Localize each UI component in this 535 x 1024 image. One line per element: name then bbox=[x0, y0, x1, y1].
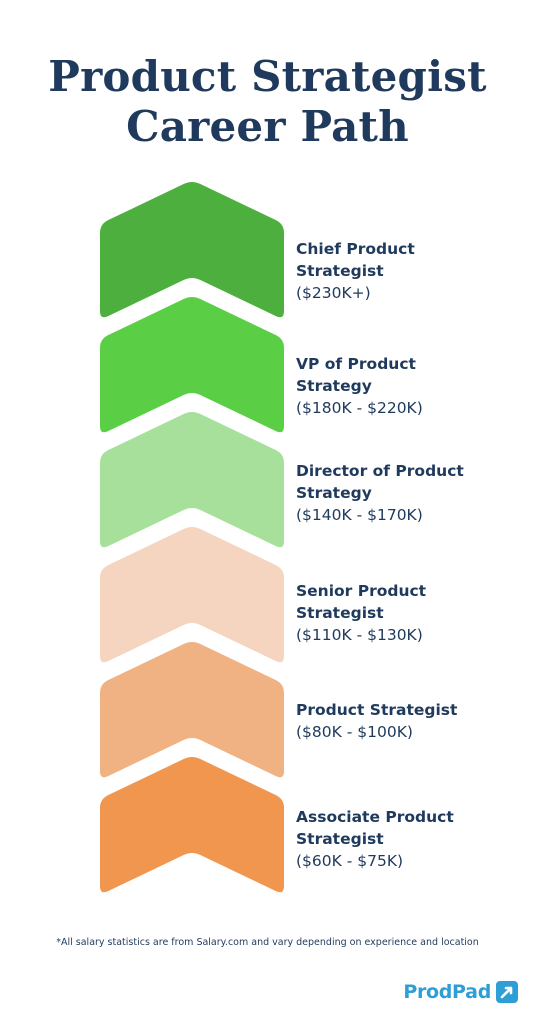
chevron-level-1 bbox=[95, 177, 289, 322]
salary-footnote: *All salary statistics are from Salary.c… bbox=[56, 937, 479, 948]
level-title: Strategist bbox=[296, 262, 384, 280]
level-vp-of-product-strategy: VP of Product Strategy ($180K - $220K) bbox=[296, 353, 521, 419]
level-title: Strategy bbox=[296, 377, 372, 395]
level-salary: ($110K - $130K) bbox=[296, 626, 423, 644]
level-director-of-product-strategy: Director of Product Strategy ($140K - $1… bbox=[296, 460, 521, 526]
level-title: Strategy bbox=[296, 484, 372, 502]
level-senior-product-strategist: Senior Product Strategist ($110K - $130K… bbox=[296, 580, 521, 646]
chevron-level-5 bbox=[95, 637, 289, 782]
level-salary: ($60K - $75K) bbox=[296, 852, 404, 870]
prodpad-logo: ProdPad bbox=[403, 981, 518, 1003]
title-line-1: Product Strategist bbox=[48, 52, 487, 101]
level-salary: ($80K - $100K) bbox=[296, 723, 413, 741]
level-associate-product-strategist: Associate Product Strategist ($60K - $75… bbox=[296, 806, 521, 872]
level-chief-product-strategist: Chief Product Strategist ($230K+) bbox=[296, 238, 521, 304]
level-salary: ($230K+) bbox=[296, 284, 371, 302]
level-salary: ($180K - $220K) bbox=[296, 399, 423, 417]
level-title: VP of Product bbox=[296, 355, 416, 373]
level-title: Strategist bbox=[296, 604, 384, 622]
level-title: Senior Product bbox=[296, 582, 427, 600]
prodpad-logo-text: ProdPad bbox=[403, 981, 491, 1003]
title-line-2: Career Path bbox=[126, 102, 409, 151]
chevron-level-3 bbox=[95, 407, 289, 552]
level-product-strategist: Product Strategist ($80K - $100K) bbox=[296, 699, 521, 743]
page-title: Product Strategist Career Path bbox=[0, 52, 535, 152]
level-title: Director of Product bbox=[296, 462, 464, 480]
level-title: Associate Product bbox=[296, 808, 454, 826]
chevron-level-6 bbox=[95, 752, 289, 897]
level-title: Chief Product bbox=[296, 240, 415, 258]
level-title: Product Strategist bbox=[296, 701, 458, 719]
level-salary: ($140K - $170K) bbox=[296, 506, 423, 524]
prodpad-logo-icon bbox=[496, 981, 518, 1003]
chevron-level-4 bbox=[95, 522, 289, 667]
chevron-level-2 bbox=[95, 292, 289, 437]
level-title: Strategist bbox=[296, 830, 384, 848]
